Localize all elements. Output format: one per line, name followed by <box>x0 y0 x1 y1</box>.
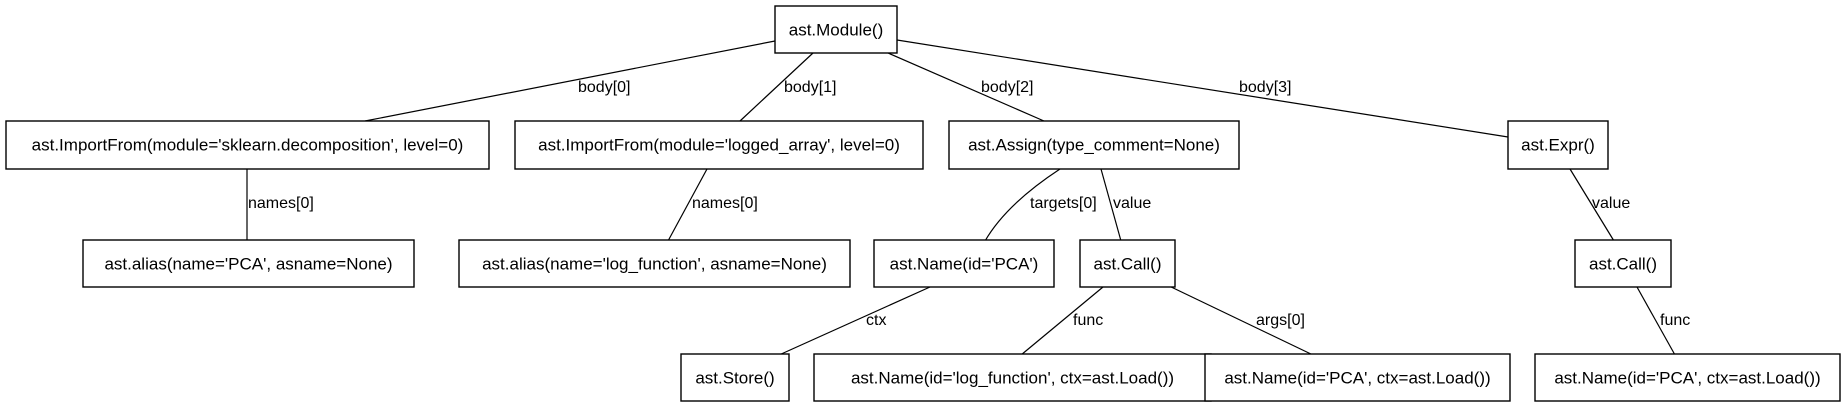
edge-name-pca-ctx <box>778 286 931 356</box>
edge-label-call-expr-func: func <box>1660 312 1690 329</box>
edges: body[0] body[1] body[2] body[3] names[0]… <box>246 39 1690 356</box>
node-call-expr-label: ast.Call() <box>1589 255 1657 274</box>
edge-assign-value <box>1100 168 1122 242</box>
node-importfrom-sklearn: ast.ImportFrom(module='sklearn.decomposi… <box>5 120 490 170</box>
edge-module-body1 <box>739 52 814 122</box>
node-name-pca-store-label: ast.Name(id='PCA') <box>890 255 1039 274</box>
edge-assign-targets0 <box>984 168 1061 242</box>
edge-label-module-body3: body[3] <box>1239 79 1291 96</box>
node-importfrom-logged-label: ast.ImportFrom(module='logged_array', le… <box>538 136 900 155</box>
node-alias-log-label: ast.alias(name='log_function', asname=No… <box>482 255 827 274</box>
edge-label-expr-value: value <box>1592 195 1630 212</box>
edge-label-module-body1: body[1] <box>784 79 836 96</box>
edge-label-assign-value: value <box>1113 195 1151 212</box>
edge-module-body2 <box>887 52 1045 122</box>
node-assign: ast.Assign(type_comment=None) <box>948 120 1240 170</box>
edge-label-module-body0: body[0] <box>578 79 630 96</box>
node-name-pca-load-arg: ast.Name(id='PCA', ctx=ast.Load()) <box>1204 353 1511 402</box>
node-call-expr: ast.Call() <box>1574 239 1672 288</box>
node-name-pca-load-func-label: ast.Name(id='PCA', ctx=ast.Load()) <box>1554 369 1820 388</box>
node-name-log-load: ast.Name(id='log_function', ctx=ast.Load… <box>813 353 1212 402</box>
node-expr: ast.Expr() <box>1507 120 1609 170</box>
node-module-label: ast.Module() <box>789 21 883 40</box>
node-call-assign-label: ast.Call() <box>1093 255 1161 274</box>
edge-label-call-args0: args[0] <box>1256 312 1305 329</box>
edge-label-importfrom-logged-names0: names[0] <box>692 195 758 212</box>
nodes: ast.Module() ast.ImportFrom(module='skle… <box>5 5 1841 402</box>
node-expr-label: ast.Expr() <box>1521 136 1595 155</box>
edge-label-name-pca-ctx: ctx <box>866 312 886 329</box>
node-importfrom-logged: ast.ImportFrom(module='logged_array', le… <box>514 120 924 170</box>
edge-call-expr-func <box>1636 286 1676 356</box>
node-name-pca-load-arg-label: ast.Name(id='PCA', ctx=ast.Load()) <box>1224 369 1490 388</box>
node-assign-label: ast.Assign(type_comment=None) <box>968 136 1220 155</box>
node-module: ast.Module() <box>774 5 898 54</box>
edge-label-module-body2: body[2] <box>981 79 1033 96</box>
edge-expr-value <box>1569 168 1615 242</box>
node-alias-log: ast.alias(name='log_function', asname=No… <box>458 239 851 288</box>
node-store-label: ast.Store() <box>695 369 774 388</box>
edge-module-body3 <box>896 39 1509 138</box>
node-call-assign: ast.Call() <box>1079 239 1176 288</box>
edge-label-call-func: func <box>1073 312 1103 329</box>
node-name-pca-store: ast.Name(id='PCA') <box>873 239 1055 288</box>
edge-call-func <box>1020 286 1104 356</box>
node-alias-pca-label: ast.alias(name='PCA', asname=None) <box>104 255 392 274</box>
node-importfrom-sklearn-label: ast.ImportFrom(module='sklearn.decomposi… <box>32 136 464 155</box>
node-store: ast.Store() <box>680 353 790 402</box>
edge-label-assign-targets0: targets[0] <box>1030 195 1097 212</box>
edge-label-importfrom-sklearn-names0: names[0] <box>248 195 314 212</box>
edge-module-body0 <box>364 40 776 122</box>
node-alias-pca: ast.alias(name='PCA', asname=None) <box>82 239 415 288</box>
node-name-pca-load-func: ast.Name(id='PCA', ctx=ast.Load()) <box>1534 353 1841 402</box>
node-name-log-load-label: ast.Name(id='log_function', ctx=ast.Load… <box>851 369 1174 388</box>
edge-importfrom-logged-names0 <box>667 168 708 242</box>
edge-call-args0 <box>1166 284 1314 356</box>
